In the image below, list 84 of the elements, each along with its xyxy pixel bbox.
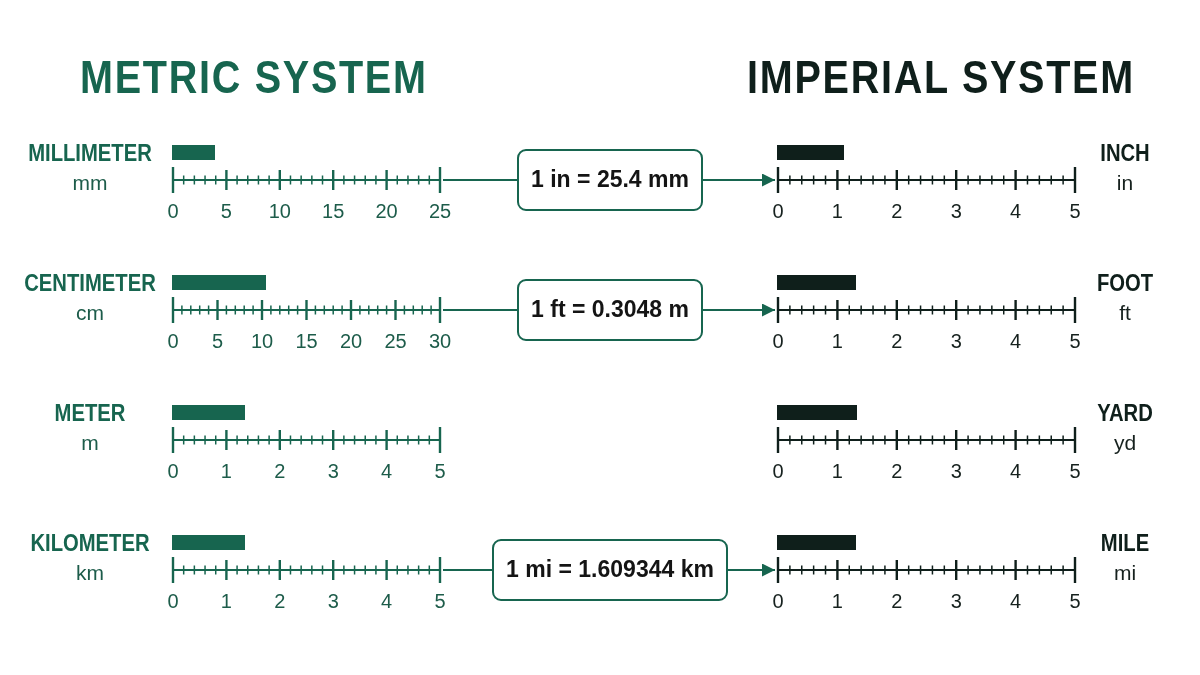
ruler-drawing	[170, 274, 443, 324]
tick-label: 2	[274, 591, 286, 611]
tick-label: 2	[274, 461, 286, 481]
conversion-box: 1 in = 25.4 mm	[517, 149, 703, 211]
tick-label: 4	[1010, 591, 1022, 611]
tick-label: 10	[250, 331, 274, 351]
section-heading: METRIC SYSTEM	[80, 54, 428, 100]
tick-label: 25	[428, 201, 452, 221]
tick-label: 4	[1010, 331, 1022, 351]
tick-label: 4	[381, 591, 393, 611]
tick-label: 5	[1069, 461, 1081, 481]
unit-symbol: km	[76, 562, 104, 583]
ruler-drawing	[775, 144, 1078, 194]
unit-symbol: cm	[76, 302, 104, 323]
tick-label: 20	[339, 331, 363, 351]
arrow	[727, 563, 775, 577]
unit-name: INCH	[1100, 142, 1150, 165]
tick-label: 15	[322, 201, 345, 221]
unit-symbol: m	[81, 432, 99, 453]
tick-label: 2	[891, 591, 903, 611]
tick-label: 10	[268, 201, 291, 221]
ruler-drawing	[775, 404, 1078, 454]
tick-label: 1	[831, 331, 843, 351]
connector-line	[443, 178, 518, 182]
unit-name: YARD	[1097, 402, 1153, 425]
tick-label: 3	[327, 591, 339, 611]
tick-label: 5	[220, 201, 232, 221]
ruler-drawing	[170, 144, 443, 194]
ruler-drawing	[170, 404, 443, 454]
unit-name: KILOMETER	[30, 532, 150, 555]
unit-symbol: mm	[72, 172, 108, 193]
tick-label: 4	[381, 461, 393, 481]
tick-label: 3	[327, 461, 339, 481]
connector-line	[443, 568, 493, 572]
tick-label: 0	[167, 201, 179, 221]
tick-label: 2	[891, 461, 903, 481]
tick-label: 2	[891, 201, 903, 221]
tick-label: 0	[772, 461, 784, 481]
tick-label: 5	[211, 331, 224, 351]
tick-label: 5	[1069, 201, 1081, 221]
tick-label: 1	[831, 591, 843, 611]
tick-label: 3	[950, 591, 962, 611]
tick-label: 1	[831, 461, 843, 481]
tick-label: 1	[220, 591, 232, 611]
tick-label: 5	[1069, 591, 1081, 611]
tick-label: 3	[950, 331, 962, 351]
unit-symbol: yd	[1113, 432, 1137, 453]
connector-line	[443, 308, 518, 312]
unit-name: FOOT	[1096, 272, 1154, 295]
tick-label: 4	[1010, 201, 1022, 221]
tick-label: 3	[950, 201, 962, 221]
tick-label: 0	[772, 201, 784, 221]
tick-label: 25	[384, 331, 407, 351]
tick-label: 20	[375, 201, 398, 221]
tick-label: 1	[220, 461, 232, 481]
tick-label: 5	[1069, 331, 1081, 351]
tick-label: 15	[295, 331, 318, 351]
tick-label: 30	[428, 331, 452, 351]
unit-symbol: in	[1116, 172, 1134, 193]
tick-label: 0	[772, 591, 784, 611]
unit-name: CENTIMETER	[24, 272, 156, 295]
tick-label: 0	[167, 591, 179, 611]
section-heading: IMPERIAL SYSTEM	[747, 54, 1135, 100]
tick-label: 5	[434, 591, 446, 611]
unit-symbol: ft	[1119, 302, 1131, 323]
unit-symbol: mi	[1113, 562, 1137, 583]
ruler-drawing	[775, 274, 1078, 324]
tick-label: 4	[1010, 461, 1022, 481]
unit-name: METER	[54, 402, 126, 425]
arrow	[702, 303, 775, 317]
tick-label: 3	[950, 461, 962, 481]
conversion-box: 1 ft = 0.3048 m	[517, 279, 703, 341]
tick-label: 0	[167, 331, 179, 351]
unit-name: MILE	[1100, 532, 1150, 555]
conversion-box: 1 mi = 1.609344 km	[492, 539, 728, 601]
tick-label: 0	[772, 331, 784, 351]
arrow	[702, 173, 775, 187]
unit-name: MILLIMETER	[28, 142, 152, 165]
tick-label: 5	[434, 461, 446, 481]
tick-label: 1	[831, 201, 843, 221]
ruler-drawing	[775, 534, 1078, 584]
ruler-drawing	[170, 534, 443, 584]
tick-label: 2	[891, 331, 903, 351]
tick-label: 0	[167, 461, 179, 481]
